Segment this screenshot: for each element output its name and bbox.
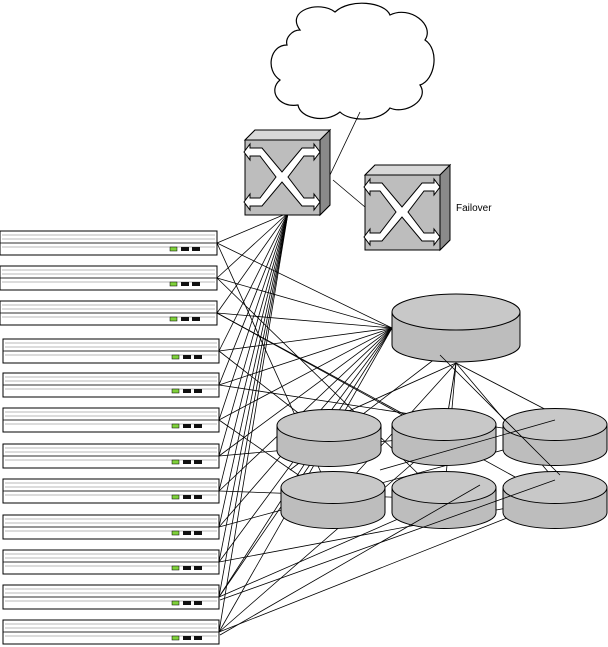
- port: [181, 282, 189, 286]
- server-disk-link: [218, 384, 556, 437]
- status-led: [169, 281, 178, 287]
- server-disk-link: [218, 435, 445, 633]
- server-disk-link: [218, 498, 556, 633]
- disk-icon: [502, 408, 608, 466]
- server-switch-link: [218, 212, 289, 457]
- rack-server-icon: [2, 619, 220, 645]
- overlay-link: [439, 354, 561, 476]
- status-led: [171, 530, 180, 536]
- port: [192, 282, 200, 286]
- storage-arrow: [332, 362, 457, 419]
- status-led: [169, 316, 178, 322]
- network-switch-icon: [363, 163, 452, 252]
- rack-server-icon: [0, 230, 218, 256]
- server-switch-link: [218, 212, 289, 386]
- failover-label: Failover: [456, 203, 492, 214]
- failover-switch: Failover: [363, 163, 492, 252]
- server-switch-link: [218, 212, 289, 598]
- rack-server-icon: [2, 407, 220, 433]
- rack-server-icon: [0, 300, 218, 326]
- server-switch-link: [216, 212, 289, 279]
- server-switch-link: [216, 212, 289, 244]
- port: [183, 566, 191, 570]
- disk-icon: [391, 471, 497, 529]
- port: [183, 636, 191, 640]
- port: [194, 424, 202, 428]
- disk-icon: [280, 471, 386, 529]
- disk-icon: [391, 408, 497, 466]
- port: [194, 566, 202, 570]
- status-led: [171, 423, 180, 429]
- rack-server-icon: [2, 584, 220, 610]
- port: [194, 601, 202, 605]
- server-storage-link: [218, 327, 393, 421]
- server-rack: [0, 230, 220, 645]
- rack-server-icon: [2, 443, 220, 469]
- server-storage-link: [218, 327, 393, 492]
- port: [194, 636, 202, 640]
- server-disk-link: [218, 435, 556, 528]
- server-storage-link: [218, 327, 393, 386]
- port: [183, 495, 191, 499]
- port: [181, 247, 189, 251]
- status-led: [171, 459, 180, 465]
- rack-server-icon: [2, 478, 220, 504]
- port: [194, 531, 202, 535]
- status-led: [171, 600, 180, 606]
- server-storage-link: [216, 312, 393, 329]
- rack-server-icon: [2, 338, 220, 364]
- network-switch-icon: [243, 128, 332, 217]
- server-switch-link: [218, 212, 289, 492]
- overlay-link: [219, 479, 556, 601]
- cloud-link: [329, 111, 361, 176]
- rack-server-icon: [2, 549, 220, 575]
- server-disk-link: [216, 312, 556, 500]
- status-led: [171, 354, 180, 360]
- primary-switch: [243, 128, 332, 217]
- port: [183, 531, 191, 535]
- status-led: [171, 494, 180, 500]
- disk-icon: [502, 471, 608, 529]
- server-disk-link: [218, 498, 556, 563]
- server-storage-link: [216, 277, 393, 329]
- cloud-icon: [270, 2, 435, 120]
- port: [194, 495, 202, 499]
- server-switch-link: [218, 212, 289, 352]
- port: [192, 317, 200, 321]
- status-led: [171, 565, 180, 571]
- rack-server-icon: [0, 265, 218, 291]
- rack-server-icon: [2, 514, 220, 540]
- status-led: [169, 246, 178, 252]
- port: [183, 355, 191, 359]
- server-storage-link: [218, 327, 393, 352]
- port: [192, 247, 200, 251]
- port: [183, 601, 191, 605]
- port: [181, 317, 189, 321]
- port: [194, 460, 202, 464]
- storage-disk-group: [219, 354, 608, 636]
- status-led: [171, 635, 180, 641]
- server-switch-link: [216, 212, 289, 314]
- port: [183, 424, 191, 428]
- overlay-link: [219, 484, 481, 636]
- server-switch-link: [218, 212, 289, 563]
- disk-icon: [276, 409, 382, 467]
- status-led: [171, 388, 180, 394]
- port: [183, 460, 191, 464]
- switch-interlink: [332, 179, 366, 208]
- overlay-link: [379, 419, 556, 471]
- server-switch-link: [218, 212, 289, 528]
- port: [194, 389, 202, 393]
- server-storage-link: [216, 242, 393, 329]
- head-storage: [391, 293, 521, 363]
- server-switch-link: [218, 212, 289, 421]
- disk-icon: [391, 293, 521, 363]
- port: [183, 389, 191, 393]
- server-switch-link: [218, 212, 289, 633]
- port: [194, 355, 202, 359]
- rack-server-icon: [2, 372, 220, 398]
